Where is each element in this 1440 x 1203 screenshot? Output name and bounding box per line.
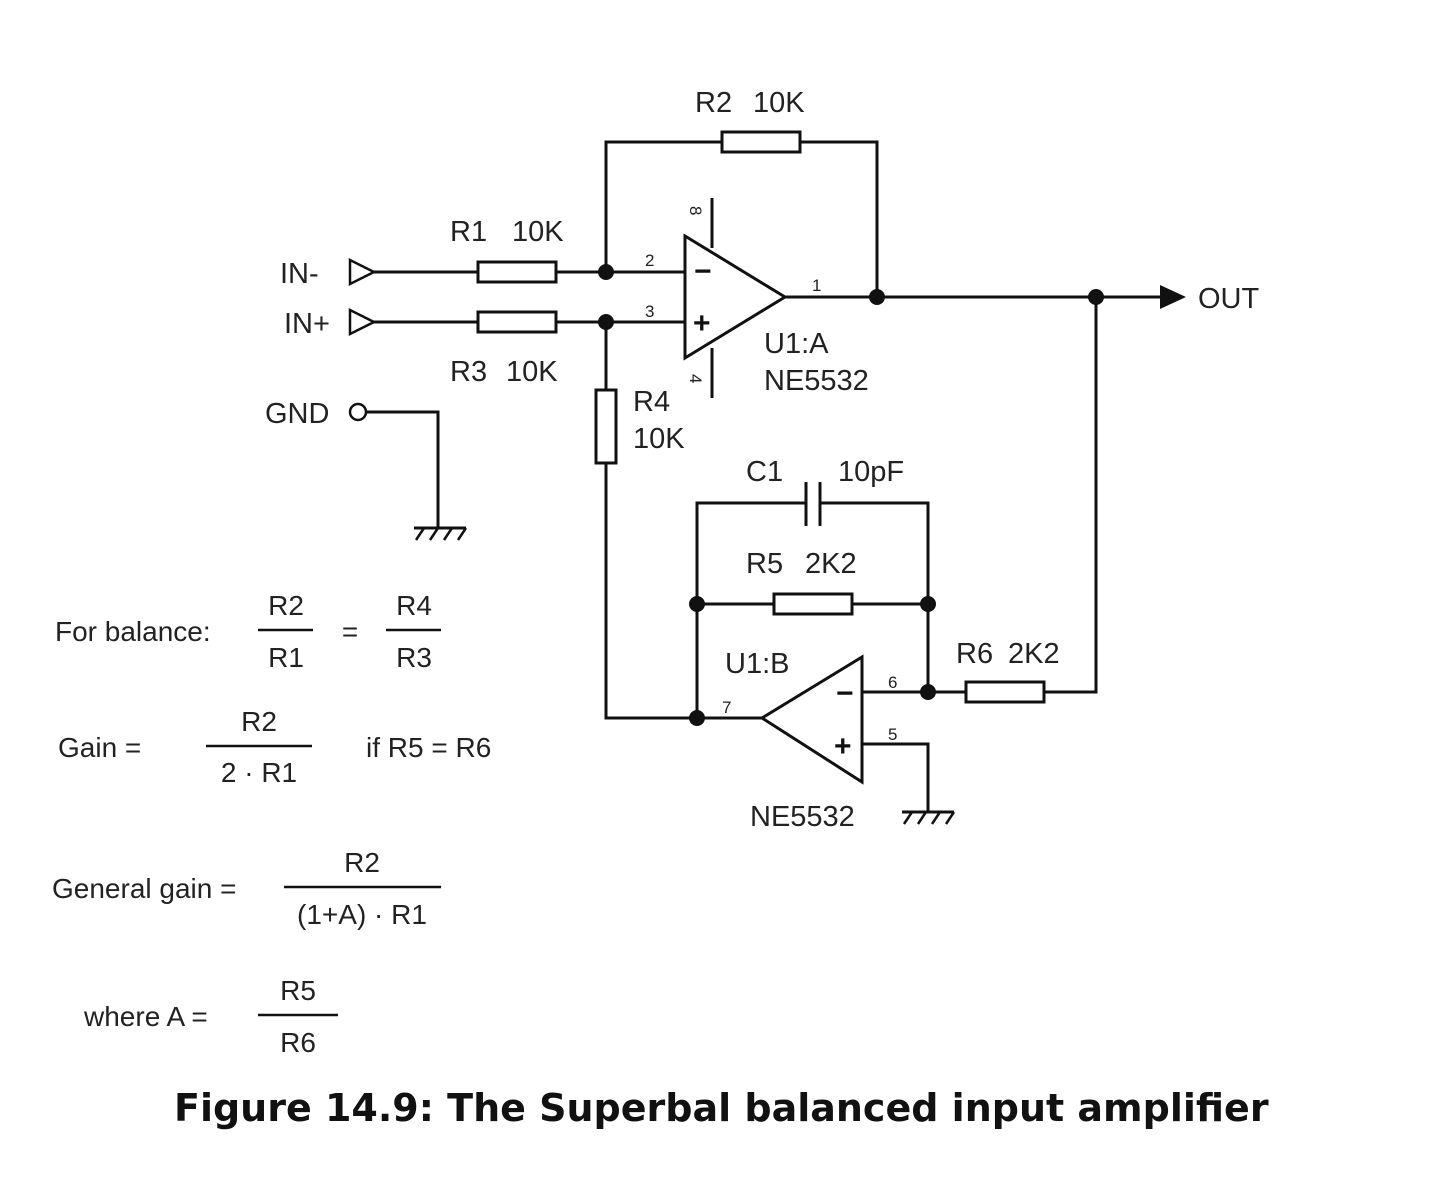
balance-equals: =	[342, 616, 358, 647]
wires	[366, 140, 1160, 812]
c1-value: 10pF	[838, 456, 904, 488]
r1-ref: R1	[450, 216, 487, 248]
u1b-minus-sign: −	[836, 677, 854, 710]
pin-7-label: 7	[722, 698, 731, 717]
capacitor-c1: C1 10pF	[746, 456, 904, 526]
general-den: (1+A) · R1	[297, 899, 427, 930]
junctions	[598, 264, 1104, 726]
gnd-terminal: GND	[265, 398, 368, 430]
r3-ref: R3	[450, 356, 487, 388]
resistor-r4: R4 10K	[594, 386, 685, 465]
general-num: R2	[344, 847, 380, 878]
equation-balance: For balance: R2 R1 = R4 R3	[55, 590, 441, 673]
r5-ref: R5	[746, 548, 783, 580]
pin-8-label: 8	[686, 206, 705, 215]
gain-label: Gain =	[58, 732, 141, 763]
u1b-part: NE5532	[750, 801, 855, 833]
resistor-r5: R5 2K2	[746, 548, 857, 616]
pin-6-label: 6	[888, 673, 897, 692]
pin-4-label: 4	[686, 374, 705, 383]
in-minus-label: IN-	[280, 258, 319, 290]
u1a-ref: U1:A	[764, 328, 829, 360]
r4-ref: R4	[633, 386, 670, 418]
where-label: where A =	[83, 1001, 208, 1032]
balance-label: For balance:	[55, 616, 211, 647]
equation-gain: Gain = R2 2 · R1 if R5 = R6	[58, 706, 491, 788]
where-num: R5	[280, 975, 316, 1006]
where-den: R6	[280, 1027, 316, 1058]
equation-general-gain: General gain = R2 (1+A) · R1	[52, 847, 441, 930]
opamp-u1b: − + U1:B NE5532 6 5 7	[722, 648, 897, 833]
r6-value: 2K2	[1008, 638, 1060, 670]
resistor-r3: R3 10K	[450, 310, 558, 388]
in-plus-label: IN+	[284, 308, 330, 340]
r2-value: 10K	[753, 87, 805, 119]
u1a-plus-sign: +	[693, 307, 711, 340]
pin-1-label: 1	[812, 276, 821, 295]
resistor-r6: R6 2K2	[956, 638, 1060, 704]
pin-5-label: 5	[888, 725, 897, 744]
r2-ref: R2	[695, 87, 732, 119]
gain-condition: if R5 = R6	[366, 732, 491, 763]
equation-where: where A = R5 R6	[83, 975, 338, 1058]
figure-caption: Figure 14.9: The Superbal balanced input…	[174, 1086, 1269, 1130]
gain-num: R2	[241, 706, 277, 737]
out-label: OUT	[1198, 283, 1260, 315]
u1b-ref: U1:B	[725, 648, 789, 680]
general-label: General gain =	[52, 873, 236, 904]
r5-value: 2K2	[805, 548, 857, 580]
balance-den1: R1	[268, 642, 304, 673]
r1-value: 10K	[512, 216, 564, 248]
u1a-minus-sign: −	[694, 255, 712, 288]
balance-num2: R4	[396, 590, 432, 621]
in-plus-terminal: IN+	[284, 307, 377, 340]
out-terminal: OUT	[1160, 283, 1260, 315]
opamp-u1a: − + U1:A NE5532 2 3 1 8 4	[645, 206, 869, 397]
balance-den2: R3	[396, 642, 432, 673]
u1b-plus-sign: +	[834, 730, 852, 763]
pin-2-label: 2	[645, 251, 654, 270]
gnd-label: GND	[265, 398, 329, 430]
u1a-part: NE5532	[764, 365, 869, 397]
pin-3-label: 3	[645, 302, 654, 321]
ground-symbol-u1b	[902, 810, 956, 825]
in-minus-terminal: IN-	[280, 257, 377, 290]
r6-ref: R6	[956, 638, 993, 670]
balance-num1: R2	[268, 590, 304, 621]
c1-ref: C1	[746, 456, 783, 488]
r4-value: 10K	[633, 423, 685, 455]
r3-value: 10K	[506, 356, 558, 388]
resistor-r2: R2 10K	[695, 87, 805, 154]
resistor-r1: R1 10K	[450, 216, 564, 284]
gain-den: 2 · R1	[221, 757, 297, 788]
ground-symbol-input	[414, 526, 468, 541]
